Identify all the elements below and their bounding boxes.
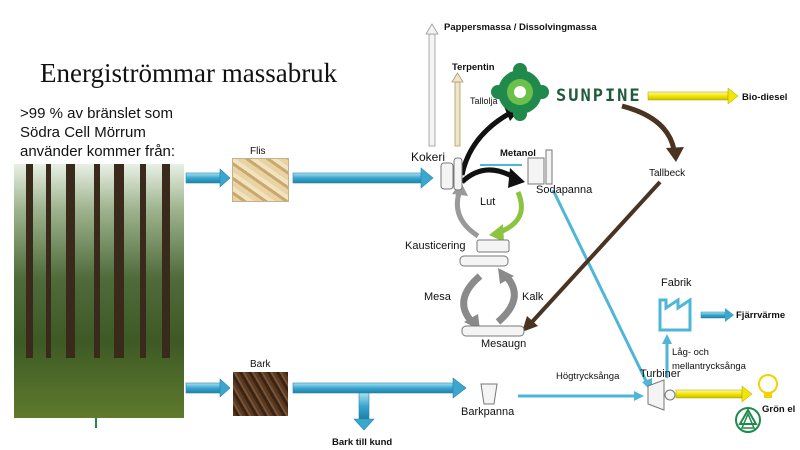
lightbulb-icon: [758, 374, 778, 398]
label-bark: Bark: [250, 359, 271, 370]
bark-image: [233, 372, 288, 416]
label-kalk: Kalk: [522, 291, 544, 303]
arrow-pappersmassa: [425, 23, 439, 147]
label-metanol: Metanol: [500, 148, 536, 159]
forest-image: [14, 164, 184, 418]
label-lut: Lut: [480, 196, 496, 208]
arrow-barkpanna-to-turbiner: [518, 391, 644, 401]
arrow-sunpine-to-biodiesel: [647, 87, 739, 105]
arrow-kokeri-to-sodapanna: [460, 167, 525, 188]
arrow-terpentin: [451, 72, 464, 147]
kausticering-vessels: [459, 239, 510, 267]
sunpine-wordmark: SUNPINE: [556, 86, 642, 106]
tree-circle-logo: [735, 407, 761, 433]
label-biodiesel: Bio-diesel: [742, 92, 788, 103]
arrow-forest-to-bark: [185, 378, 231, 398]
label-sodapanna: Sodapanna: [536, 184, 593, 196]
arrow-forest-to-flis: [185, 168, 231, 188]
turbine-icon: [647, 379, 676, 411]
green-flower-logo: [491, 63, 549, 121]
label-mesaugn: Mesaugn: [481, 338, 527, 350]
barkpanna-vessel: [480, 383, 498, 405]
intro-text: >99 % av bränslet som Södra Cell Mörrum …: [20, 105, 176, 160]
arrow-sodapanna-to-turbiner: [551, 189, 652, 392]
label-terpentin: Terpentin: [452, 62, 495, 73]
arrow-sunpine-to-tallbeck: [621, 103, 684, 162]
mesaugn-kiln: [461, 325, 525, 337]
arrow-bark-till-kund: [353, 392, 375, 431]
arrow-turbiner-to-el: [675, 385, 753, 403]
label-gron-el: Grön el: [762, 404, 796, 415]
mesa-kalk-cycle: [460, 268, 518, 330]
label-lag-mellantrycksanga: Låg- och mellantrycksånga: [672, 347, 746, 372]
label-flis: Flis: [250, 146, 266, 157]
arrow-turbiner-to-fabrik: [662, 334, 672, 378]
label-barkpanna: Barkpanna: [461, 406, 515, 418]
label-kausticering: Kausticering: [405, 240, 466, 252]
arrow-flis-to-kokeri: [292, 167, 434, 189]
kokeri-vessel: [440, 157, 463, 191]
factory-icon: [658, 297, 692, 332]
label-kokeri: Kokeri: [411, 150, 446, 164]
label-tallolja: Tallolja: [470, 96, 498, 106]
label-hogtrycksanga: Högtrycksånga: [556, 371, 620, 382]
label-mesa: Mesa: [424, 291, 451, 303]
label-tallbeck: Tallbeck: [649, 168, 686, 179]
arrow-lut-green: [489, 191, 524, 242]
arrow-tallbeck-to-mesaugn: [522, 180, 662, 332]
label-fjarrvarme: Fjärrvärme: [736, 310, 786, 321]
page-title: Energiströmmar massabruk: [40, 58, 338, 88]
arrow-fabrik-to-fjarrvarme: [700, 308, 734, 322]
label-bark-till-kund: Bark till kund: [332, 437, 393, 448]
label-turbiner: Turbiner: [640, 368, 681, 380]
sodapanna-vessel: [527, 149, 553, 185]
label-fabrik: Fabrik: [661, 277, 692, 289]
arrow-bark-to-barkpanna: [292, 377, 467, 399]
label-pappersmassa: Pappersmassa / Dissolvingmassa: [444, 22, 597, 33]
wood-chips-image: [232, 158, 289, 202]
